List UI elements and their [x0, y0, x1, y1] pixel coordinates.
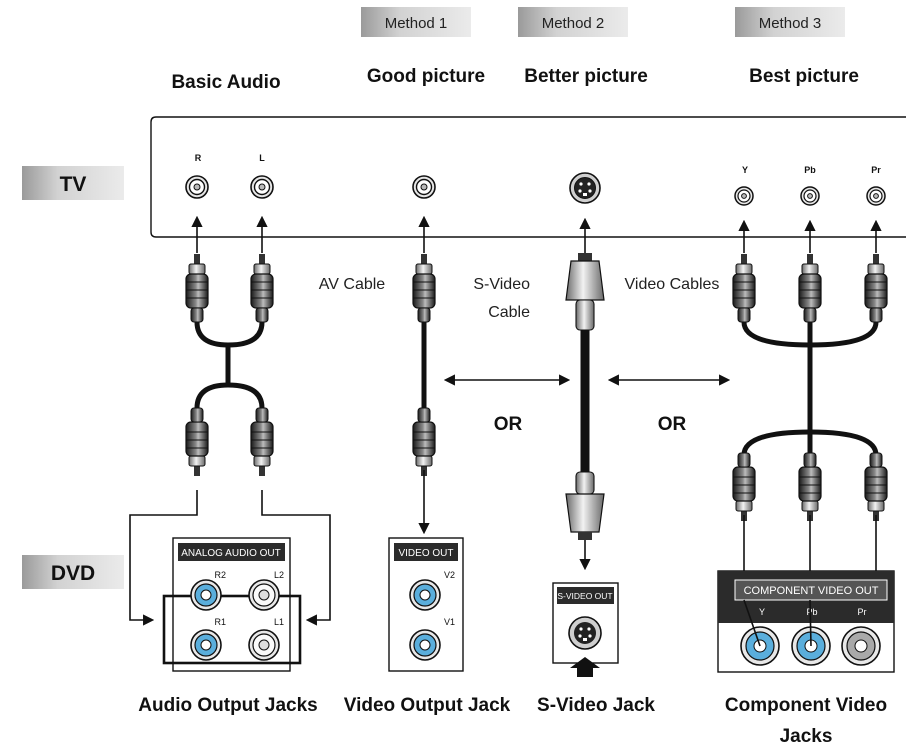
video-cables-label: Video Cables — [625, 276, 720, 293]
dvd-audio-l1-jack — [248, 629, 280, 661]
audio-output-jacks-caption: Audio Output Jacks — [138, 695, 317, 716]
comp-jack-pr-label: Pr — [858, 607, 867, 617]
component-cable-ends — [743, 599, 812, 647]
dvd-badge: DVD — [22, 555, 124, 589]
jack-l2-label: L2 — [274, 570, 284, 580]
tv-label: TV — [60, 173, 87, 196]
tv-svideo-jack — [569, 172, 601, 204]
dvd-audio-r1-jack — [190, 629, 222, 661]
method-3-badge: Method 3 — [735, 7, 845, 37]
tv-jack-r-label: R — [195, 153, 202, 163]
svideo-out-label: S-VIDEO OUT — [557, 591, 612, 601]
best-picture-header: Best picture — [749, 66, 859, 87]
jack-v1-label: V1 — [444, 617, 455, 627]
comp-jack-pb-label: Pb — [806, 607, 817, 617]
tv-jack-y-label: Y — [742, 165, 748, 175]
svideo-cable-label-1: S-Video — [473, 276, 530, 293]
audio-cable — [185, 253, 274, 476]
tv-panel — [150, 116, 906, 238]
tv-jack-pr-label: Pr — [871, 165, 881, 175]
comp-jack-y-label: Y — [759, 607, 765, 617]
analog-audio-out-panel: ANALOG AUDIO OUT R2 L2 R1 L1 — [162, 537, 302, 672]
method-2-label: Method 2 — [542, 15, 605, 32]
av-cable — [412, 253, 436, 476]
tv-pb-jack — [800, 186, 820, 206]
dvd-video-v2-jack — [409, 579, 441, 611]
good-picture-header: Good picture — [367, 66, 485, 87]
tv-pr-jack — [866, 186, 886, 206]
jack-l1-label: L1 — [274, 617, 284, 627]
jack-r2-label: R2 — [214, 570, 226, 580]
or-label-right: OR — [658, 414, 687, 435]
method-2-badge: Method 2 — [518, 7, 628, 37]
tv-jack-l-label: L — [259, 153, 265, 163]
method-1-badge: Method 1 — [361, 7, 471, 37]
method-1-label: Method 1 — [385, 15, 448, 32]
component-video-caption-2: Jacks — [780, 726, 833, 747]
svideo-pointer-arrow — [570, 657, 600, 677]
svideo-jack-caption: S-Video Jack — [537, 695, 655, 716]
svideo-cable — [565, 253, 605, 540]
tv-y-jack — [734, 186, 754, 206]
component-video-caption-1: Component Video — [725, 695, 887, 716]
tv-video-jack — [412, 175, 436, 199]
component-video-out-label: COMPONENT VIDEO OUT — [744, 585, 879, 597]
svideo-out-panel: S-VIDEO OUT — [552, 582, 619, 664]
analog-audio-out-label: ANALOG AUDIO OUT — [181, 548, 280, 559]
jack-r1-label: R1 — [214, 617, 226, 627]
jack-v2-label: V2 — [444, 570, 455, 580]
dvd-video-v1-jack — [409, 629, 441, 661]
or-label-left: OR — [494, 414, 523, 435]
tv-input-arrows — [191, 215, 882, 253]
method-3-label: Method 3 — [759, 15, 822, 32]
tv-audio-l-jack — [250, 175, 274, 199]
svideo-cable-label-2: Cable — [488, 304, 530, 321]
video-out-label: VIDEO OUT — [398, 548, 453, 559]
dvd-audio-r2-jack — [190, 579, 222, 611]
dvd-audio-l2-jack — [248, 579, 280, 611]
tv-jack-pb-label: Pb — [804, 165, 816, 175]
tv-badge: TV — [22, 166, 124, 200]
dvd-connection-arrows — [129, 470, 591, 626]
video-output-jack-caption: Video Output Jack — [344, 695, 511, 716]
dvd-component-pr-jack — [841, 626, 881, 666]
dvd-label: DVD — [51, 562, 95, 585]
tv-audio-r-jack — [185, 175, 209, 199]
basic-audio-header: Basic Audio — [171, 72, 280, 93]
better-picture-header: Better picture — [524, 66, 648, 87]
av-cable-label: AV Cable — [319, 276, 386, 293]
